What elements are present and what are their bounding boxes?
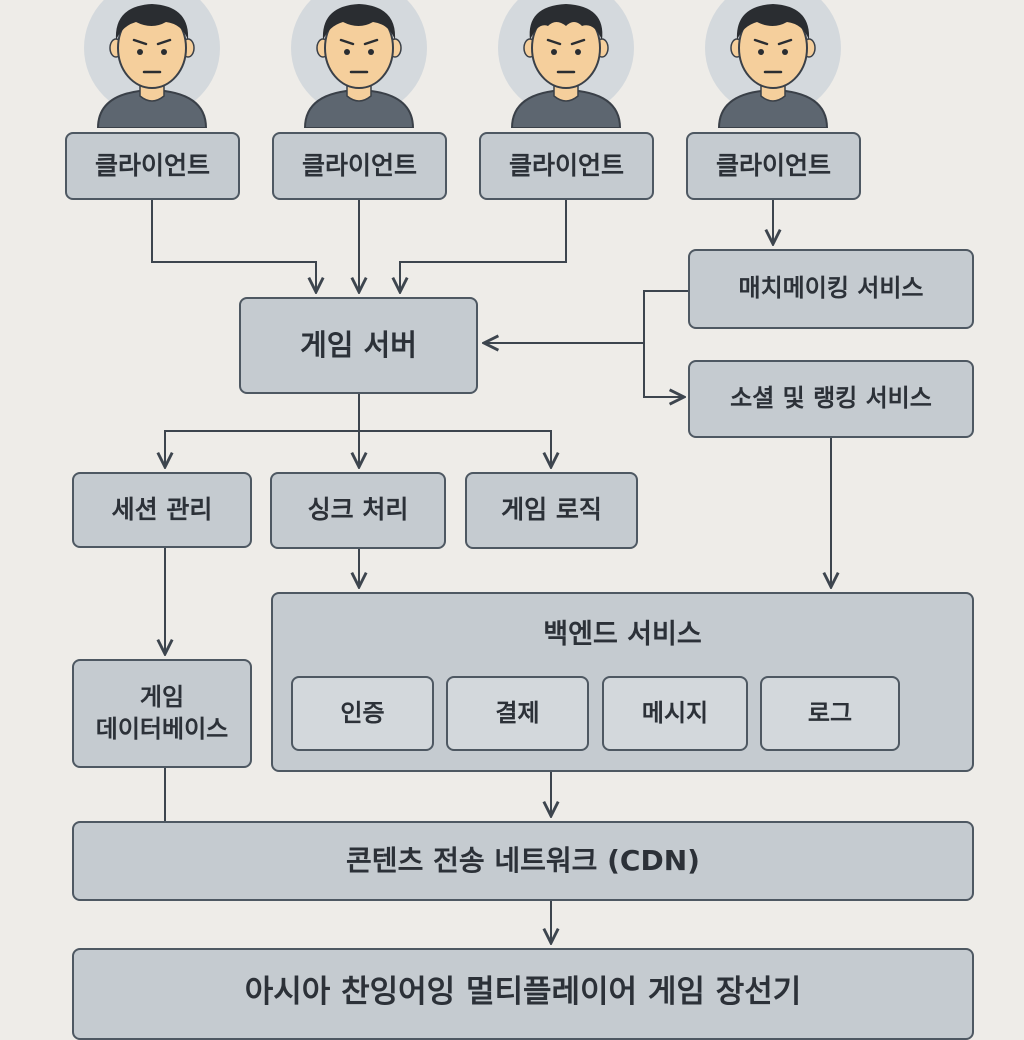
- social-ranking-service-node: 소셜 및 랭킹 서비스: [688, 360, 974, 438]
- auth-label: 인증: [340, 698, 385, 727]
- session-management-node: 세션 관리: [72, 472, 252, 548]
- auth-service-node: 인증: [291, 676, 434, 751]
- person-avatar-icon: [291, 0, 427, 128]
- person-avatar-icon: [498, 0, 634, 128]
- client-node-4: 클라이언트: [686, 132, 861, 200]
- matchmaking-label: 매치메이킹 서비스: [738, 274, 924, 303]
- payment-service-node: 결제: [446, 676, 589, 751]
- database-label-line1: 게임: [139, 683, 185, 712]
- cdn-node: 콘텐츠 전송 네트워크 (CDN): [72, 821, 974, 901]
- session-label: 세션 관리: [111, 494, 213, 524]
- database-label-line2: 데이터베이스: [95, 714, 229, 743]
- client-label: 클라이언트: [508, 150, 624, 180]
- edge-services-to-server: [484, 290, 688, 343]
- game-server-label: 게임 서버: [300, 327, 417, 362]
- edge-server-to-logic: [359, 430, 551, 467]
- client-node-1: 클라이언트: [65, 132, 240, 200]
- client-label: 클라이언트: [715, 150, 831, 180]
- matchmaking-service-node: 매치메이킹 서비스: [688, 249, 974, 329]
- client-label: 클라이언트: [301, 150, 417, 180]
- edge-client1-to-server: [151, 200, 316, 292]
- game-server-node: 게임 서버: [239, 297, 478, 394]
- game-database-node: 게임 데이터베이스: [72, 659, 252, 768]
- log-label: 로그: [807, 698, 853, 727]
- logic-label: 게임 로직: [501, 495, 602, 525]
- payment-label: 결제: [495, 698, 540, 727]
- edge-client3-to-server: [400, 200, 567, 292]
- bottom-banner-node: 아시아 찬잉어잉 멀티플레이어 게임 장선기: [72, 948, 974, 1040]
- social-label: 소셜 및 랭킹 서비스: [730, 384, 932, 413]
- person-avatar-icon: [705, 0, 841, 128]
- sync-processing-node: 싱크 처리: [270, 472, 446, 549]
- cdn-label: 콘텐츠 전송 네트워크 (CDN): [346, 843, 700, 877]
- backend-services-panel: 백엔드 서비스 인증 결제 메시지 로그: [271, 592, 974, 772]
- game-logic-node: 게임 로직: [465, 472, 638, 549]
- edge-server-to-session: [165, 394, 360, 467]
- client-node-2: 클라이언트: [272, 132, 447, 200]
- client-node-3: 클라이언트: [479, 132, 654, 200]
- message-label: 메시지: [641, 698, 709, 727]
- sync-label: 싱크 처리: [307, 495, 409, 525]
- backend-services-title: 백엔드 서비스: [543, 619, 702, 650]
- bottom-banner-label: 아시아 찬잉어잉 멀티플레이어 게임 장선기: [244, 974, 802, 1010]
- client-label: 클라이언트: [94, 150, 210, 180]
- person-avatar-icon: [84, 0, 220, 128]
- edge-matchmaking-to-social: [643, 343, 684, 397]
- message-service-node: 메시지: [602, 676, 748, 751]
- log-service-node: 로그: [760, 676, 900, 751]
